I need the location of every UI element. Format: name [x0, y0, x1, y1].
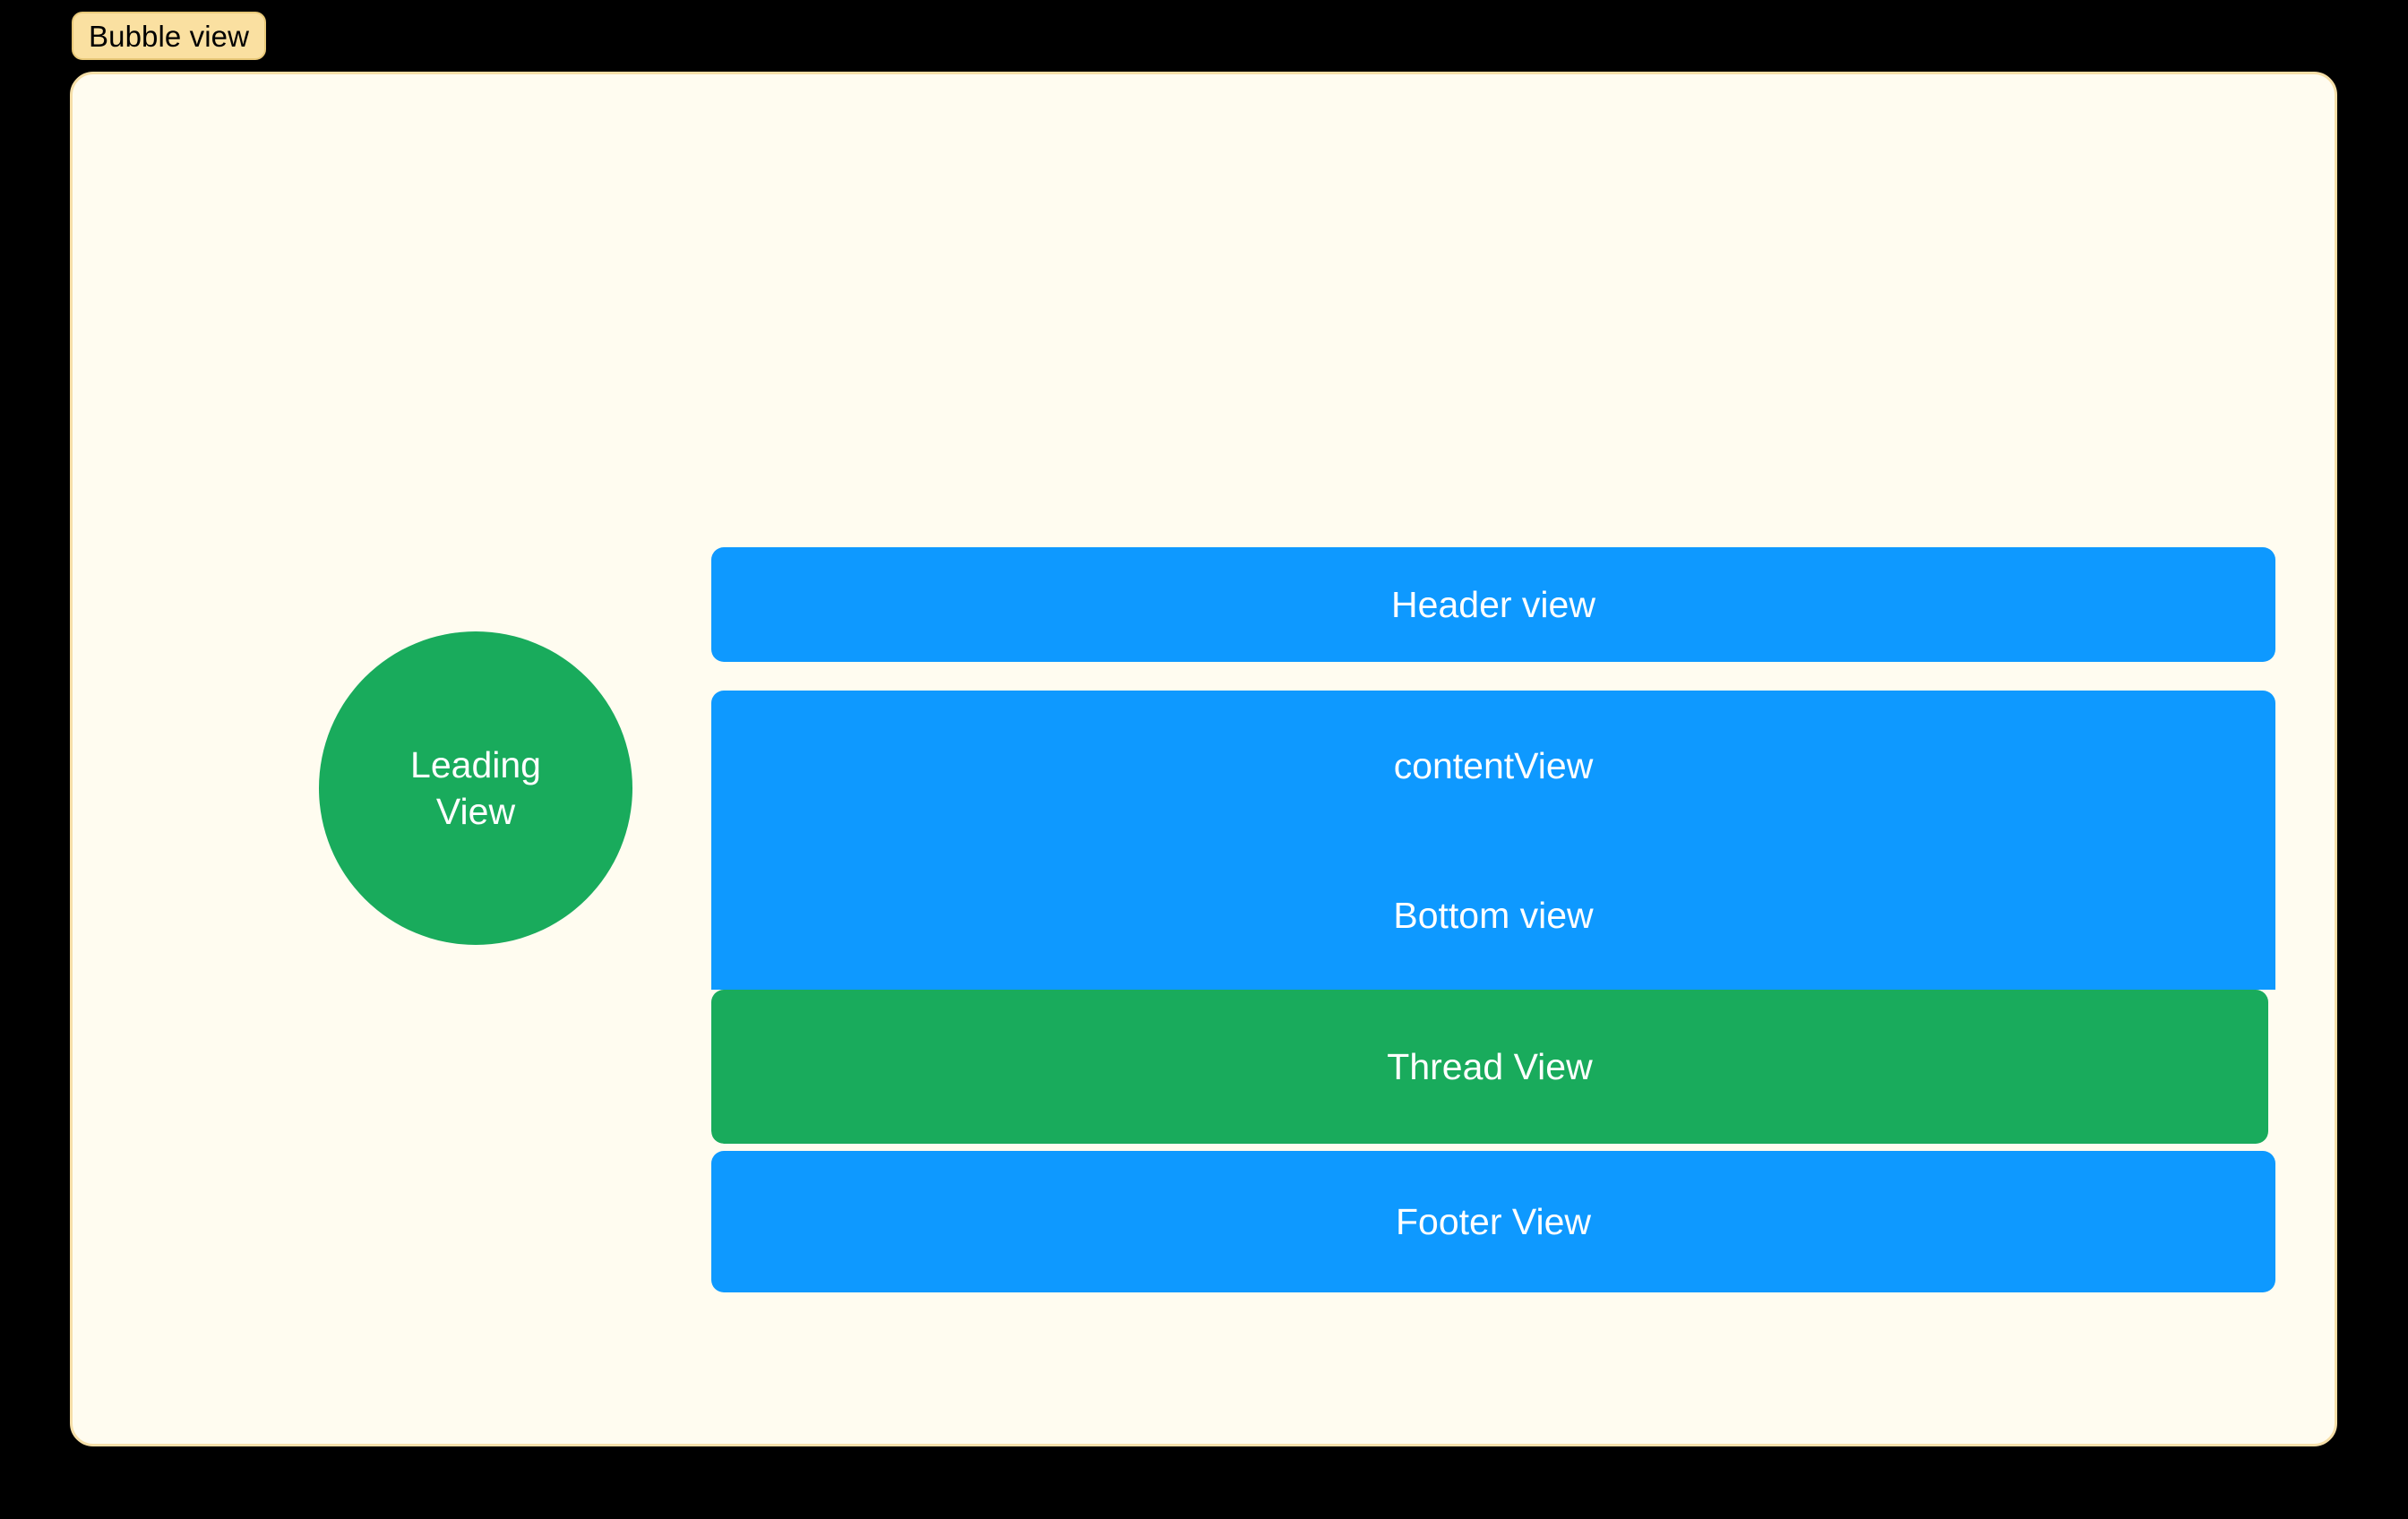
bubble-view-badge: Bubble view — [72, 12, 267, 60]
footer-view-bar: Footer View — [711, 1151, 2275, 1292]
leading-view-label-line1: Leading — [410, 743, 541, 785]
bubble-view-badge-label: Bubble view — [89, 19, 250, 53]
bubble-view-container: Leading View Header view contentView Bot… — [70, 72, 2337, 1446]
content-view-label: contentView — [1393, 744, 1594, 786]
bottom-view-bar: Bottom view — [711, 841, 2275, 990]
bottom-view-label: Bottom view — [1393, 894, 1594, 936]
thread-view-label: Thread View — [1387, 1045, 1593, 1087]
message-stack: Header view contentView Bottom view Thre… — [711, 547, 2275, 1292]
leading-view-circle: Leading View — [319, 631, 632, 945]
content-view-group: contentView Bottom view Thread View — [711, 691, 2275, 1144]
footer-view-label: Footer View — [1395, 1200, 1591, 1242]
thread-view-bar: Thread View — [711, 990, 2268, 1144]
leading-view-label-line2: View — [435, 791, 516, 832]
content-view-bar: contentView — [711, 691, 2275, 841]
header-view-bar: Header view — [711, 547, 2275, 662]
header-view-label: Header view — [1391, 583, 1595, 625]
